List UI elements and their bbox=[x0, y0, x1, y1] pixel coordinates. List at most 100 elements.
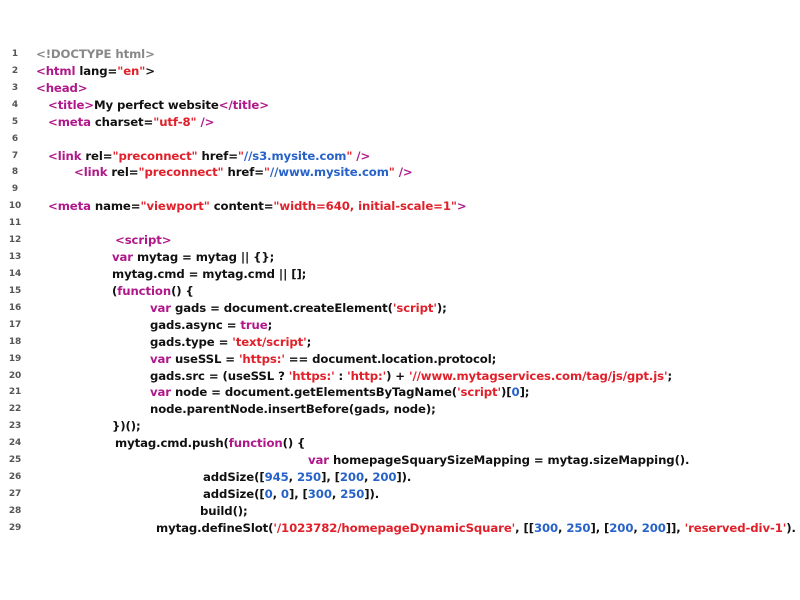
code-token-number: 0 bbox=[264, 486, 273, 501]
line-code: gads.src = (useSSL ? 'https:' : 'http:')… bbox=[150, 368, 672, 385]
code-token-keyword: <html bbox=[36, 63, 76, 78]
code-token-plain: href= bbox=[223, 165, 264, 180]
code-line[interactable]: 12<script> bbox=[0, 232, 800, 249]
code-token-plain: mytag = mytag || {}; bbox=[132, 250, 275, 265]
code-token-plain: , bbox=[288, 470, 297, 485]
line-number: 4 bbox=[11, 99, 19, 110]
code-token-plain: ). bbox=[786, 520, 796, 535]
line-number: 6 bbox=[11, 133, 19, 144]
code-line[interactable]: 8<link rel="preconnect" href="//www.mysi… bbox=[0, 164, 800, 181]
code-token-keyword: <title> bbox=[48, 97, 94, 112]
code-line[interactable]: 15 (function() { bbox=[0, 283, 800, 300]
code-token-string: '//www.mytagservices.com/tag/js/gpt.js' bbox=[408, 368, 668, 383]
code-token-doctype: <!DOCTYPE html> bbox=[36, 47, 155, 61]
code-token-plain: charset= bbox=[90, 114, 154, 129]
code-token-plain: gads.type = bbox=[150, 334, 233, 349]
line-number: 23 bbox=[8, 421, 22, 432]
code-token-plain: ( bbox=[112, 283, 118, 298]
code-line[interactable]: 1<!DOCTYPE html> bbox=[0, 46, 800, 63]
code-token-string: 'script' bbox=[392, 300, 437, 315]
line-number: 2 bbox=[11, 65, 19, 76]
code-line[interactable]: 23 })(); bbox=[0, 418, 800, 435]
code-token-number: 200 bbox=[372, 470, 397, 485]
code-token-keyword: var bbox=[112, 250, 133, 265]
line-code: node.parentNode.insertBefore(gads, node)… bbox=[150, 401, 436, 418]
code-token-number: 200 bbox=[339, 470, 364, 485]
line-number: 7 bbox=[11, 150, 19, 161]
code-token-number: 250 bbox=[566, 520, 591, 535]
code-token-plain: : bbox=[334, 368, 348, 383]
code-token-plain: ; bbox=[267, 317, 273, 332]
line-code: <head> bbox=[36, 80, 88, 97]
code-line[interactable]: 16 var gads = document.createElement('scr… bbox=[0, 300, 800, 317]
code-line[interactable]: 6 bbox=[0, 131, 800, 148]
code-token-number: 250 bbox=[340, 486, 365, 501]
line-number: 11 bbox=[8, 218, 22, 229]
line-code: var node = document.getElementsByTagName… bbox=[150, 384, 529, 401]
line-number: 12 bbox=[8, 235, 22, 246]
code-line[interactable]: 2<html lang="en"> bbox=[0, 63, 800, 80]
code-token-string: 'https:' bbox=[288, 368, 335, 383]
line-number: 27 bbox=[8, 488, 22, 499]
code-token-plain: ; bbox=[667, 368, 673, 383]
code-line[interactable]: 11 bbox=[0, 215, 800, 232]
code-editor-view[interactable]: 1<!DOCTYPE html>2<html lang="en">3<head>… bbox=[0, 46, 800, 537]
code-token-plain: , bbox=[272, 486, 281, 501]
code-token-plain: gads.async = bbox=[150, 317, 241, 332]
code-token-keyword: <link bbox=[74, 165, 108, 180]
line-number: 29 bbox=[8, 522, 22, 533]
line-number: 9 bbox=[11, 184, 19, 195]
code-token-plain: , bbox=[331, 486, 341, 501]
code-token-string: " bbox=[263, 165, 270, 180]
code-line[interactable]: 5<meta charset="utf-8" /> bbox=[0, 114, 800, 131]
line-number: 15 bbox=[8, 285, 22, 296]
code-token-number: 200 bbox=[609, 520, 634, 535]
line-code: var mytag = mytag || {}; bbox=[112, 249, 274, 266]
code-token-keyword: var bbox=[150, 351, 171, 366]
code-token-keyword: function bbox=[117, 283, 172, 298]
code-token-plain: gads.src = (useSSL ? bbox=[150, 368, 289, 383]
code-token-string: 'https:' bbox=[238, 351, 285, 366]
code-token-string: 'script' bbox=[457, 385, 502, 400]
code-token-plain: () { bbox=[171, 283, 194, 298]
code-line[interactable]: 10<meta name="viewport" content="width=6… bbox=[0, 198, 800, 215]
line-code: <link rel="preconnect" href="//www.mysit… bbox=[74, 164, 413, 181]
line-number: 16 bbox=[8, 302, 22, 313]
code-line[interactable]: 7<link rel="preconnect" href="//s3.mysit… bbox=[0, 148, 800, 165]
code-token-string: " bbox=[237, 148, 244, 163]
code-token-string: 'text/script' bbox=[232, 334, 307, 349]
code-token-keyword: var bbox=[150, 385, 171, 400]
code-token-url: //www.mysite.com bbox=[269, 165, 389, 180]
code-token-plain: addSize([ bbox=[203, 486, 265, 501]
code-token-number: 0 bbox=[511, 385, 520, 400]
code-line[interactable]: 4<title>My perfect website</title> bbox=[0, 97, 800, 114]
code-line[interactable]: 3<head> bbox=[0, 80, 800, 97]
line-code: var useSSL = 'https:' == document.locati… bbox=[150, 351, 496, 368]
line-number: 17 bbox=[8, 319, 22, 330]
code-token-keyword: var bbox=[150, 300, 171, 315]
code-token-plain: gads = document.createElement( bbox=[170, 300, 393, 315]
code-token-number: 200 bbox=[641, 520, 666, 535]
code-token-plain: })(); bbox=[112, 419, 141, 434]
code-token-string: "en" bbox=[117, 63, 146, 78]
code-token-number: 0 bbox=[280, 486, 289, 501]
code-token-plain: == document.location.protocol; bbox=[284, 351, 497, 366]
code-token-number: 250 bbox=[296, 470, 322, 485]
code-line[interactable]: 9 bbox=[0, 181, 800, 198]
line-code: addSize([945, 250], [200, 200]). bbox=[203, 469, 411, 486]
code-token-plain: , [[ bbox=[515, 520, 534, 535]
